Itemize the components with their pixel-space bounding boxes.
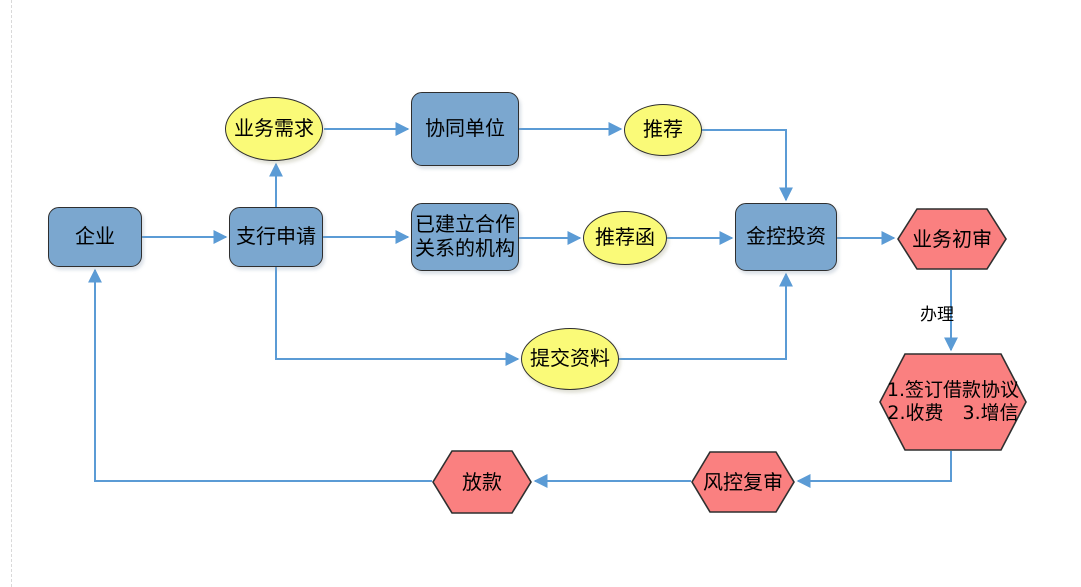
node-agreement-label: 1.签订借款协议 2.收费 3.增信 <box>886 379 1020 424</box>
node-jinkong-invest-label: 金控投资 <box>746 224 826 249</box>
node-business-need-label: 业务需求 <box>234 116 314 141</box>
node-recommend[interactable]: 推荐 <box>624 104 702 156</box>
node-disburse[interactable]: 放款 <box>432 450 532 514</box>
node-coop-org[interactable]: 已建立合作 关系的机构 <box>411 203 519 271</box>
hexagon-shape <box>432 450 532 514</box>
node-first-review[interactable]: 业务初审 <box>897 208 1007 270</box>
edge-branch-apply-to-submit-docs <box>275 267 520 366</box>
edge-disburse-to-enterprise <box>88 268 432 482</box>
node-agreement[interactable]: 1.签订借款协议 2.收费 3.增信 <box>879 353 1027 451</box>
edge-agreement-to-risk-review <box>796 451 952 488</box>
node-recommend-letter[interactable]: 推荐函 <box>583 211 667 265</box>
node-submit-docs[interactable]: 提交资料 <box>521 328 619 390</box>
node-enterprise-label: 企业 <box>75 224 115 249</box>
node-coop-org-label: 已建立合作 关系的机构 <box>415 212 515 260</box>
left-margin-guide <box>11 0 12 587</box>
hexagon-shape <box>691 451 795 513</box>
node-branch-apply[interactable]: 支行申请 <box>229 207 323 267</box>
node-partner-unit[interactable]: 协同单位 <box>411 92 519 166</box>
node-business-need[interactable]: 业务需求 <box>225 97 323 161</box>
node-risk-review-label: 风控复审 <box>703 470 783 494</box>
edge-recommend-to-jinkong <box>702 129 793 202</box>
node-enterprise[interactable]: 企业 <box>48 207 142 267</box>
node-submit-docs-label: 提交资料 <box>530 346 610 371</box>
node-branch-apply-label: 支行申请 <box>236 224 316 249</box>
node-disburse-label: 放款 <box>462 470 502 494</box>
node-recommend-letter-label: 推荐函 <box>595 225 655 250</box>
edge-submit-docs-to-jinkong <box>619 272 793 360</box>
hexagon-shape <box>897 208 1007 270</box>
edge-label-handle: 办理 <box>920 305 954 325</box>
hexagon-shape <box>879 353 1027 451</box>
node-recommend-label: 推荐 <box>643 117 683 142</box>
node-risk-review[interactable]: 风控复审 <box>691 451 795 513</box>
node-jinkong-invest[interactable]: 金控投资 <box>735 203 837 271</box>
node-partner-unit-label: 协同单位 <box>425 116 505 141</box>
node-first-review-label: 业务初审 <box>912 227 992 251</box>
